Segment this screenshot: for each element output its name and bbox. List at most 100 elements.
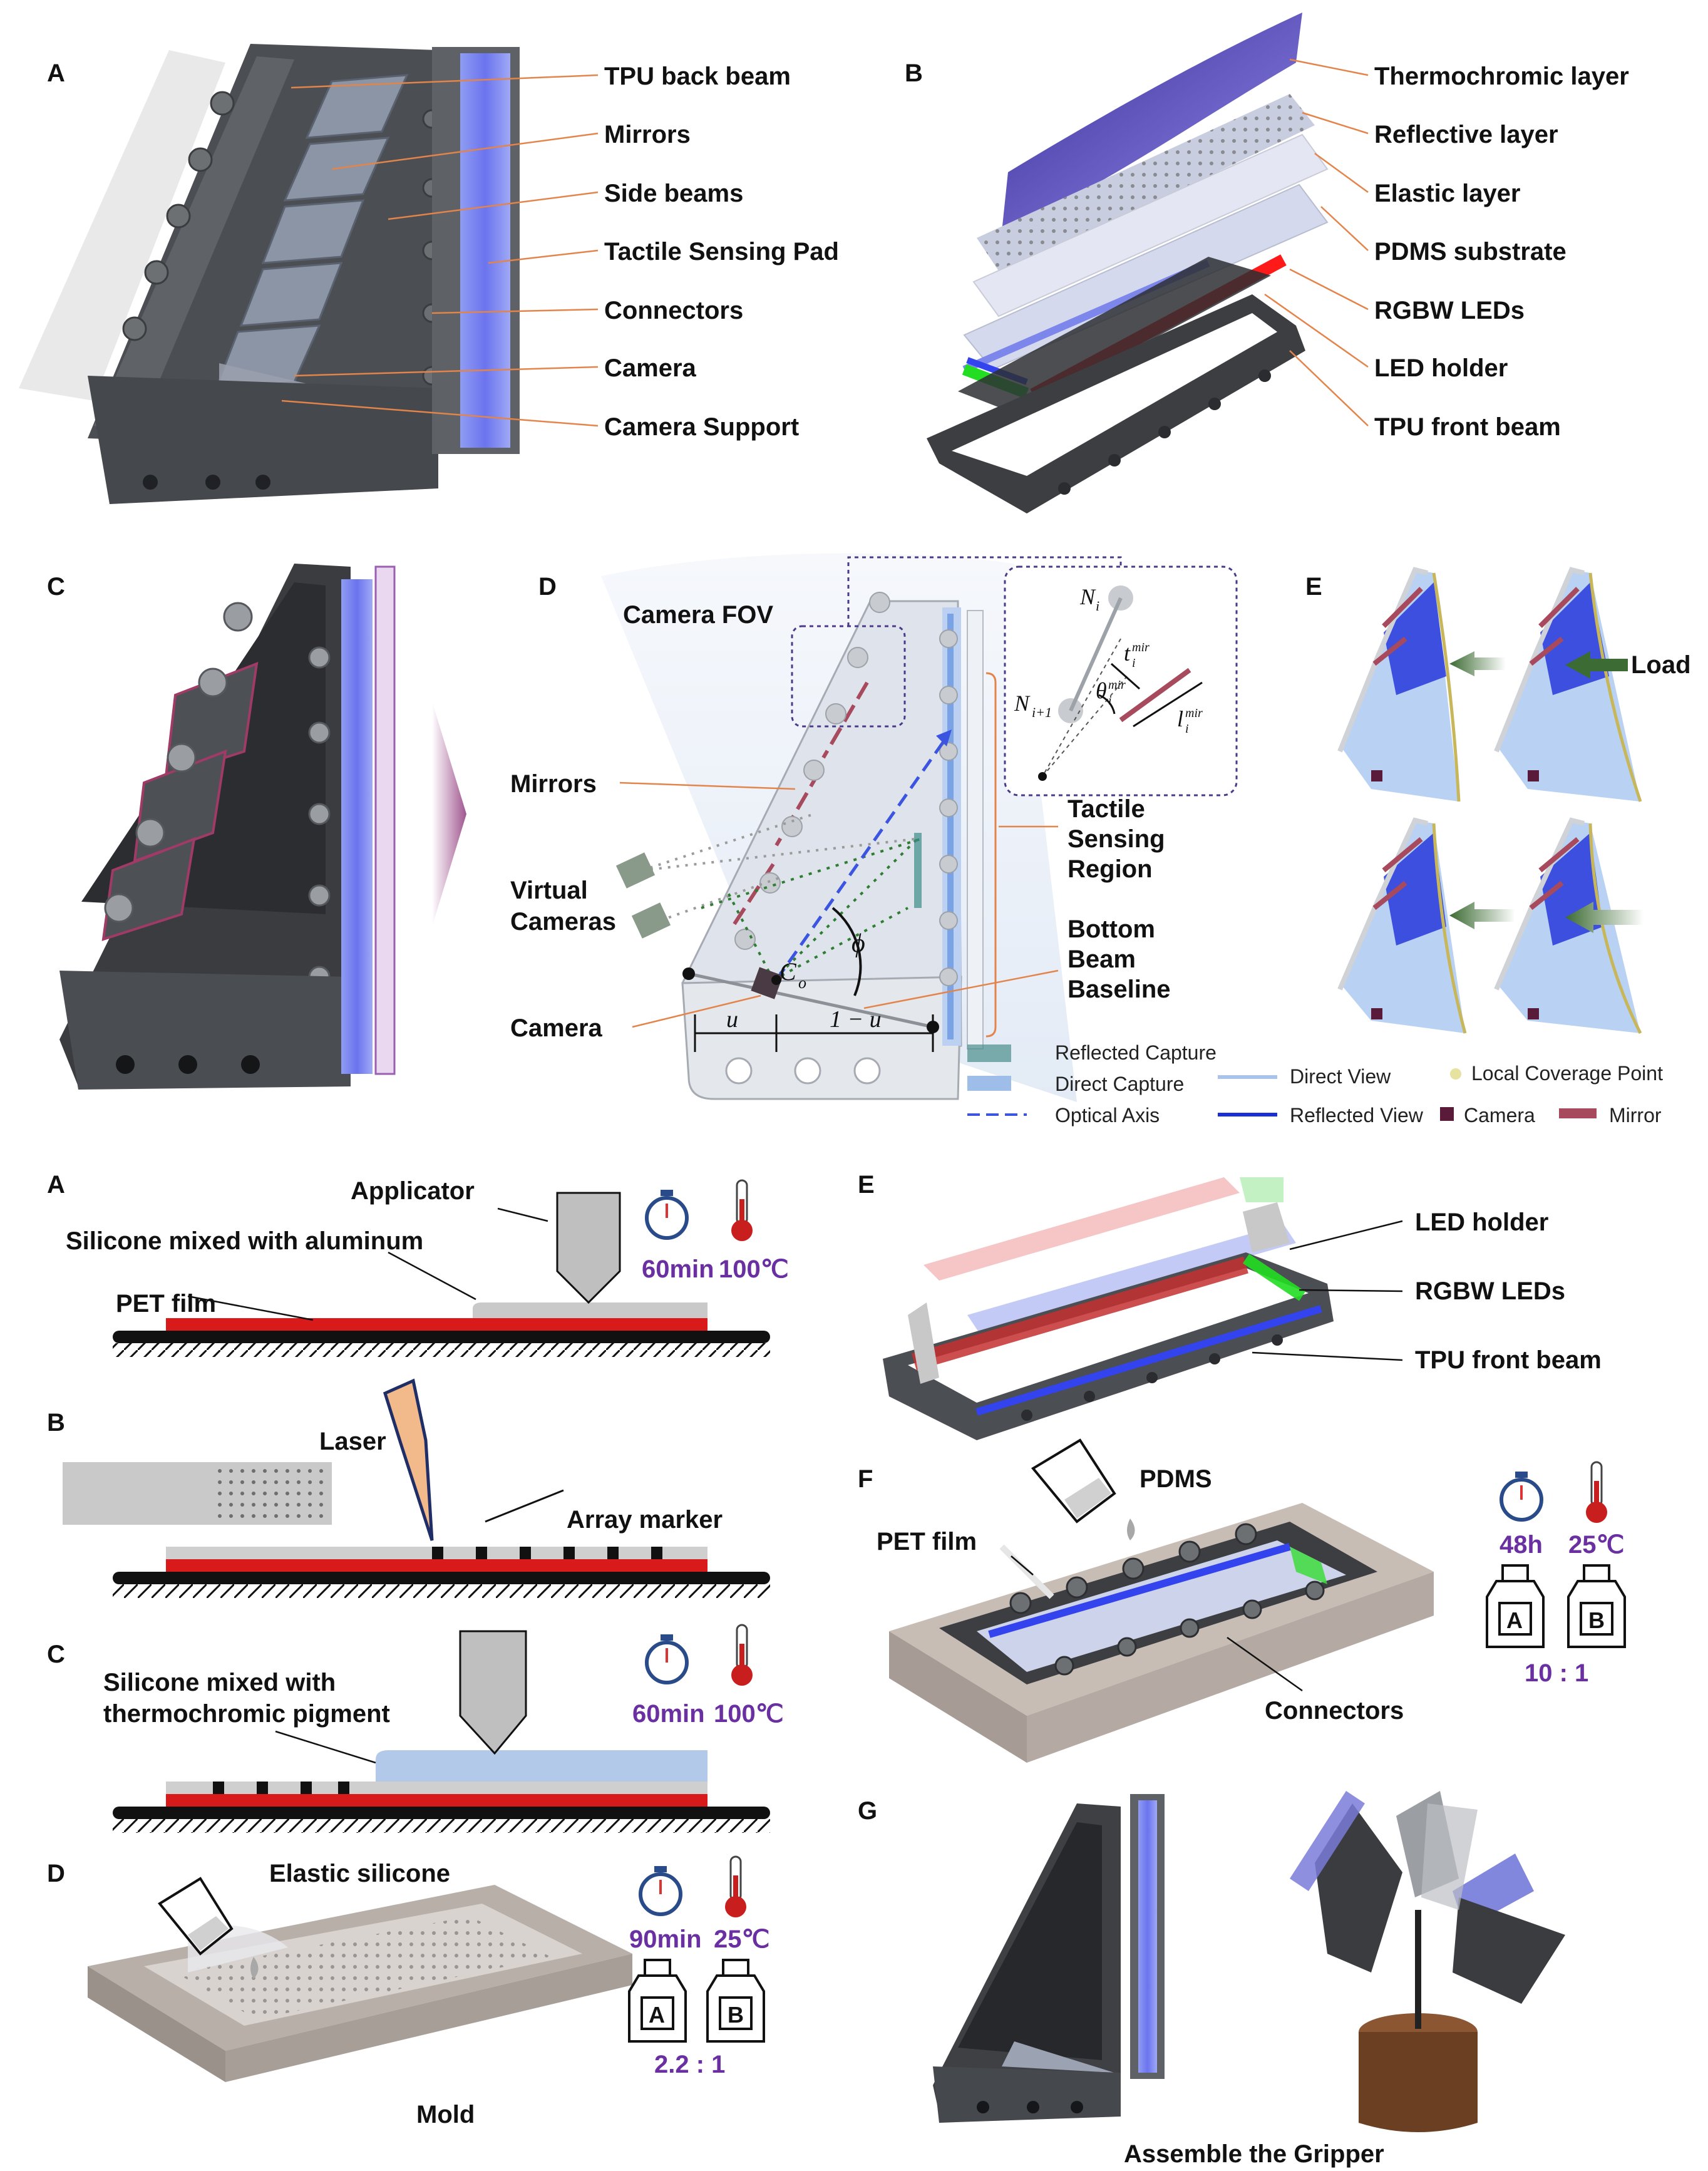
label-pdms-substrate: PDMS substrate (1374, 238, 1567, 266)
label-region: Region (1068, 855, 1153, 883)
fab-b: B Laser Array marker (47, 1378, 770, 1598)
panel-letter: D (538, 573, 557, 601)
legend-reflected-view: Reflected View (1290, 1104, 1424, 1127)
label-elastic-layer: Elastic layer (1374, 180, 1521, 207)
panel-letter: A (47, 1171, 65, 1199)
fab-d: D Elastic silicone Mold 90min 25℃ A (47, 1855, 769, 2128)
timer-icon (1500, 1472, 1543, 1522)
label-connectors: Connectors (604, 297, 743, 324)
array-marker-pattern (216, 1468, 326, 1522)
fab-a: A Applicator Silicone mixed with aluminu… (47, 1171, 789, 1357)
label-cameras: Cameras (510, 908, 616, 936)
label-array-marker: Array marker (567, 1506, 723, 1534)
label-ratio: 10 : 1 (1525, 1659, 1588, 1687)
legend-camera: Camera (1464, 1104, 1535, 1127)
label-time: 48h (1500, 1531, 1543, 1559)
label-phi: ϕ (851, 929, 865, 958)
panel-a: A (19, 44, 839, 504)
timer-icon (639, 1866, 682, 1916)
label-temp: 100℃ (714, 1700, 784, 1728)
label-temp: 25℃ (714, 1926, 769, 1953)
label-co: C (779, 957, 797, 986)
label-one-minus-u: 1 − u (830, 1006, 882, 1033)
label-beam: Beam (1068, 946, 1136, 973)
label-bottle-a: A (1506, 1607, 1523, 1633)
panel-letter: E (1305, 573, 1322, 601)
label-tpu-front-beam: TPU front beam (1415, 1346, 1602, 1374)
label-side-beams: Side beams (604, 180, 743, 207)
label-u: u (726, 1006, 738, 1033)
bottle-b-icon (1567, 1564, 1626, 1648)
label-tactile: Tactile (1068, 795, 1145, 823)
panel-d-legend: Reflected Capture Direct Capture Optical… (967, 1041, 1663, 1127)
label-applicator: Applicator (351, 1177, 475, 1205)
panel-c: C (47, 564, 466, 1090)
panel-e: E (1305, 567, 1691, 1034)
label-silicone-aluminum: Silicone mixed with aluminum (66, 1227, 423, 1255)
timer-icon (645, 1190, 689, 1240)
label-ratio: 2.2 : 1 (654, 2051, 725, 2078)
label-camera: Camera (604, 354, 697, 382)
label-ti-sup: mir (1132, 641, 1150, 654)
label-silicone-thermo-2: thermochromic pigment (103, 1700, 390, 1728)
label-mirrors: Mirrors (510, 770, 597, 798)
label-tpu-back-beam: TPU back beam (604, 63, 791, 90)
label-bottle-b: B (1588, 1607, 1605, 1633)
panel-letter: E (858, 1171, 875, 1199)
label-pdms: PDMS (1140, 1465, 1212, 1493)
legend-direct-capture: Direct Capture (1055, 1073, 1184, 1095)
label-sensing: Sensing (1068, 825, 1165, 853)
label-led-holder: LED holder (1415, 1209, 1548, 1236)
fab-c: C Silicone mixed with thermochromic pigm… (47, 1624, 784, 1833)
label-bottle-a: A (649, 2002, 665, 2028)
panel-letter: C (47, 573, 65, 601)
legend-local-coverage: Local Coverage Point (1471, 1062, 1663, 1085)
label-load: Load (1631, 651, 1691, 679)
label-thermochromic-layer: Thermochromic layer (1374, 63, 1629, 90)
label-ni1-sub: i+1 (1032, 704, 1052, 720)
panel-d: D Camera FOV (510, 553, 1663, 1127)
legend-reflected-capture: Reflected Capture (1055, 1041, 1217, 1064)
label-bottle-b: B (728, 2002, 744, 2028)
timer-icon (645, 1634, 689, 1684)
label-li: l (1177, 706, 1183, 731)
bottle-b-icon (706, 1959, 765, 2043)
thermometer-icon (1586, 1461, 1607, 1523)
panel-letter: A (47, 59, 65, 87)
label-time: 60min (642, 1256, 714, 1283)
legend-mirror: Mirror (1609, 1104, 1662, 1127)
panel-letter: G (858, 1797, 877, 1825)
label-laser: Laser (319, 1428, 386, 1455)
label-time: 60min (632, 1700, 705, 1728)
bottle-a-icon (628, 1959, 687, 2043)
label-ni: N (1079, 584, 1096, 609)
label-camera-support: Camera Support (604, 413, 799, 441)
label-li-sub: i (1185, 722, 1189, 736)
label-connectors: Connectors (1265, 1697, 1404, 1725)
label-virtual: Virtual (510, 877, 588, 904)
label-assemble-gripper: Assemble the Gripper (1124, 2140, 1384, 2168)
thermometer-icon (725, 1855, 746, 1917)
panel-letter: C (47, 1641, 65, 1668)
label-theta: θ (1096, 678, 1107, 703)
label-ti: t (1124, 641, 1131, 666)
label-li-sup: mir (1185, 706, 1203, 720)
label-co-sub: o (798, 974, 806, 992)
label-temp: 100℃ (719, 1256, 789, 1283)
beaker-icon (158, 1877, 259, 1979)
label-baseline: Baseline (1068, 976, 1171, 1003)
label-ni1: N (1014, 691, 1031, 716)
panel-b: B Thermochromic la (905, 13, 1629, 513)
label-elastic-silicone: Elastic silicone (269, 1860, 450, 1887)
label-led-holder: LED holder (1374, 354, 1508, 382)
beaker-icon (1031, 1438, 1135, 1540)
panel-letter: F (858, 1465, 873, 1493)
legend-optical-axis: Optical Axis (1055, 1104, 1160, 1127)
thermometer-icon (731, 1179, 753, 1241)
label-ni-sub: i (1096, 598, 1099, 614)
label-silicone-thermo-1: Silicone mixed with (103, 1669, 336, 1696)
label-tpu-front-beam: TPU front beam (1374, 413, 1561, 441)
label-pet-film: PET film (116, 1290, 216, 1318)
fab-e: E LED holder RGBW LEDs TPU front beam (858, 1171, 1602, 1440)
